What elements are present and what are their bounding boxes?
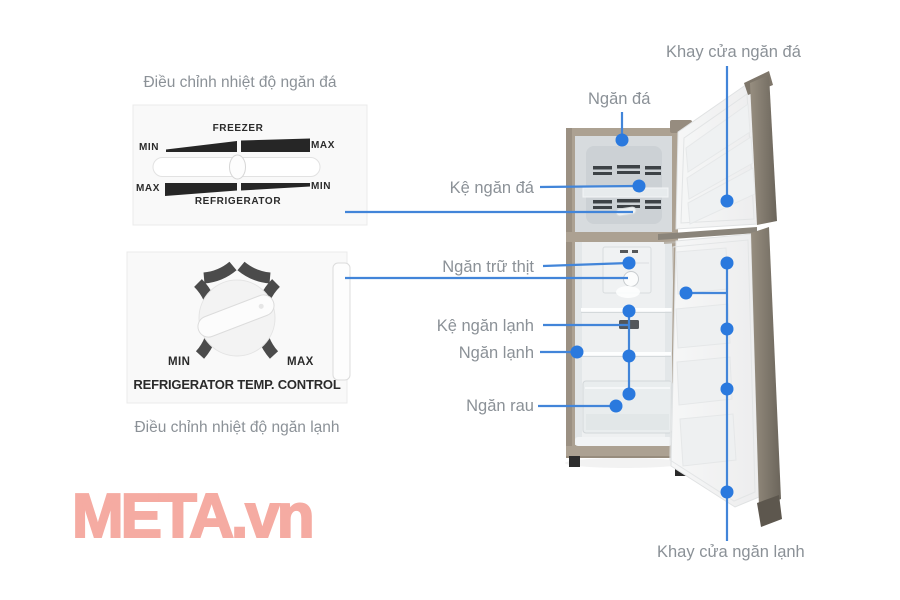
freezer-panel-refrigerator: REFRIGERATOR [194,196,282,207]
freezer-door [670,71,777,230]
dot-freezer-shelf [632,179,646,193]
dial-min-label: MIN [168,356,191,368]
dot-fridge-shelf-1 [622,304,636,318]
label-fridge-shelf: Kệ ngăn lạnh [436,317,534,335]
meat-tray-part [602,246,652,298]
dot-fridge-door-tray-5 [720,485,734,499]
dot-fridge-shelf-3 [622,387,636,401]
freezer-temp-panel-graphic [132,104,368,226]
freezer-panel-caption: Điều chỉnh nhiệt độ ngăn đá [143,74,337,91]
fridge-temp-dial-panel-graphic [126,251,351,404]
label-freezer-compartment: Ngăn đá [588,90,651,108]
fridge-door [669,227,782,527]
dot-fridge-shelf-2 [622,349,636,363]
dial-max-label: MAX [287,356,314,368]
dot-fridge-compartment [570,345,584,359]
freezer-panel-min-top: MIN [139,142,160,153]
freezer-panel-max-bottom: MAX [136,183,161,194]
label-fridge-door-tray: Khay cửa ngăn lạnh [657,543,805,561]
door-hinge [658,227,757,240]
freezer-shelf-part [582,187,669,198]
dot-vegetable-drawer [609,399,623,413]
line-freezer-shelf [539,184,640,189]
dot-fridge-door-tray-2 [679,286,693,300]
dial-panel-caption: Điều chỉnh nhiệt độ ngăn lạnh [134,419,340,436]
freezer-panel-title: FREEZER [212,123,264,134]
label-freezer-shelf: Kệ ngăn đá [449,179,534,197]
label-vegetable-drawer: Ngăn rau [466,397,534,415]
label-fridge-compartment: Ngăn lạnh [458,344,534,362]
slider-knob [229,154,246,180]
freezer-panel-max-top: MAX [311,140,336,151]
callout-dots [570,133,734,499]
dot-fridge-door-tray-1 [720,256,734,270]
fridge-interior [575,242,673,446]
fridge-illustration [565,71,782,527]
dot-fridge-door-tray-3 [720,322,734,336]
dot-meat-tray [622,256,636,270]
dot-fridge-door-tray-4 [720,382,734,396]
dot-freezer-door-tray [720,194,734,208]
freezer-interior [575,136,672,232]
dial-knob [197,294,275,338]
freezer-panel-min-bottom: MIN [311,181,332,192]
dial-control-label: REFRIGERATOR TEMP. CONTROL [133,377,341,392]
dot-freezer-compartment [615,133,629,147]
label-freezer-door-tray: Khay cửa ngăn đá [666,43,801,61]
meta-vn-watermark: META.vn [71,482,316,551]
line-meat-tray [542,261,630,268]
label-meat-tray: Ngăn trữ thịt [442,258,534,276]
